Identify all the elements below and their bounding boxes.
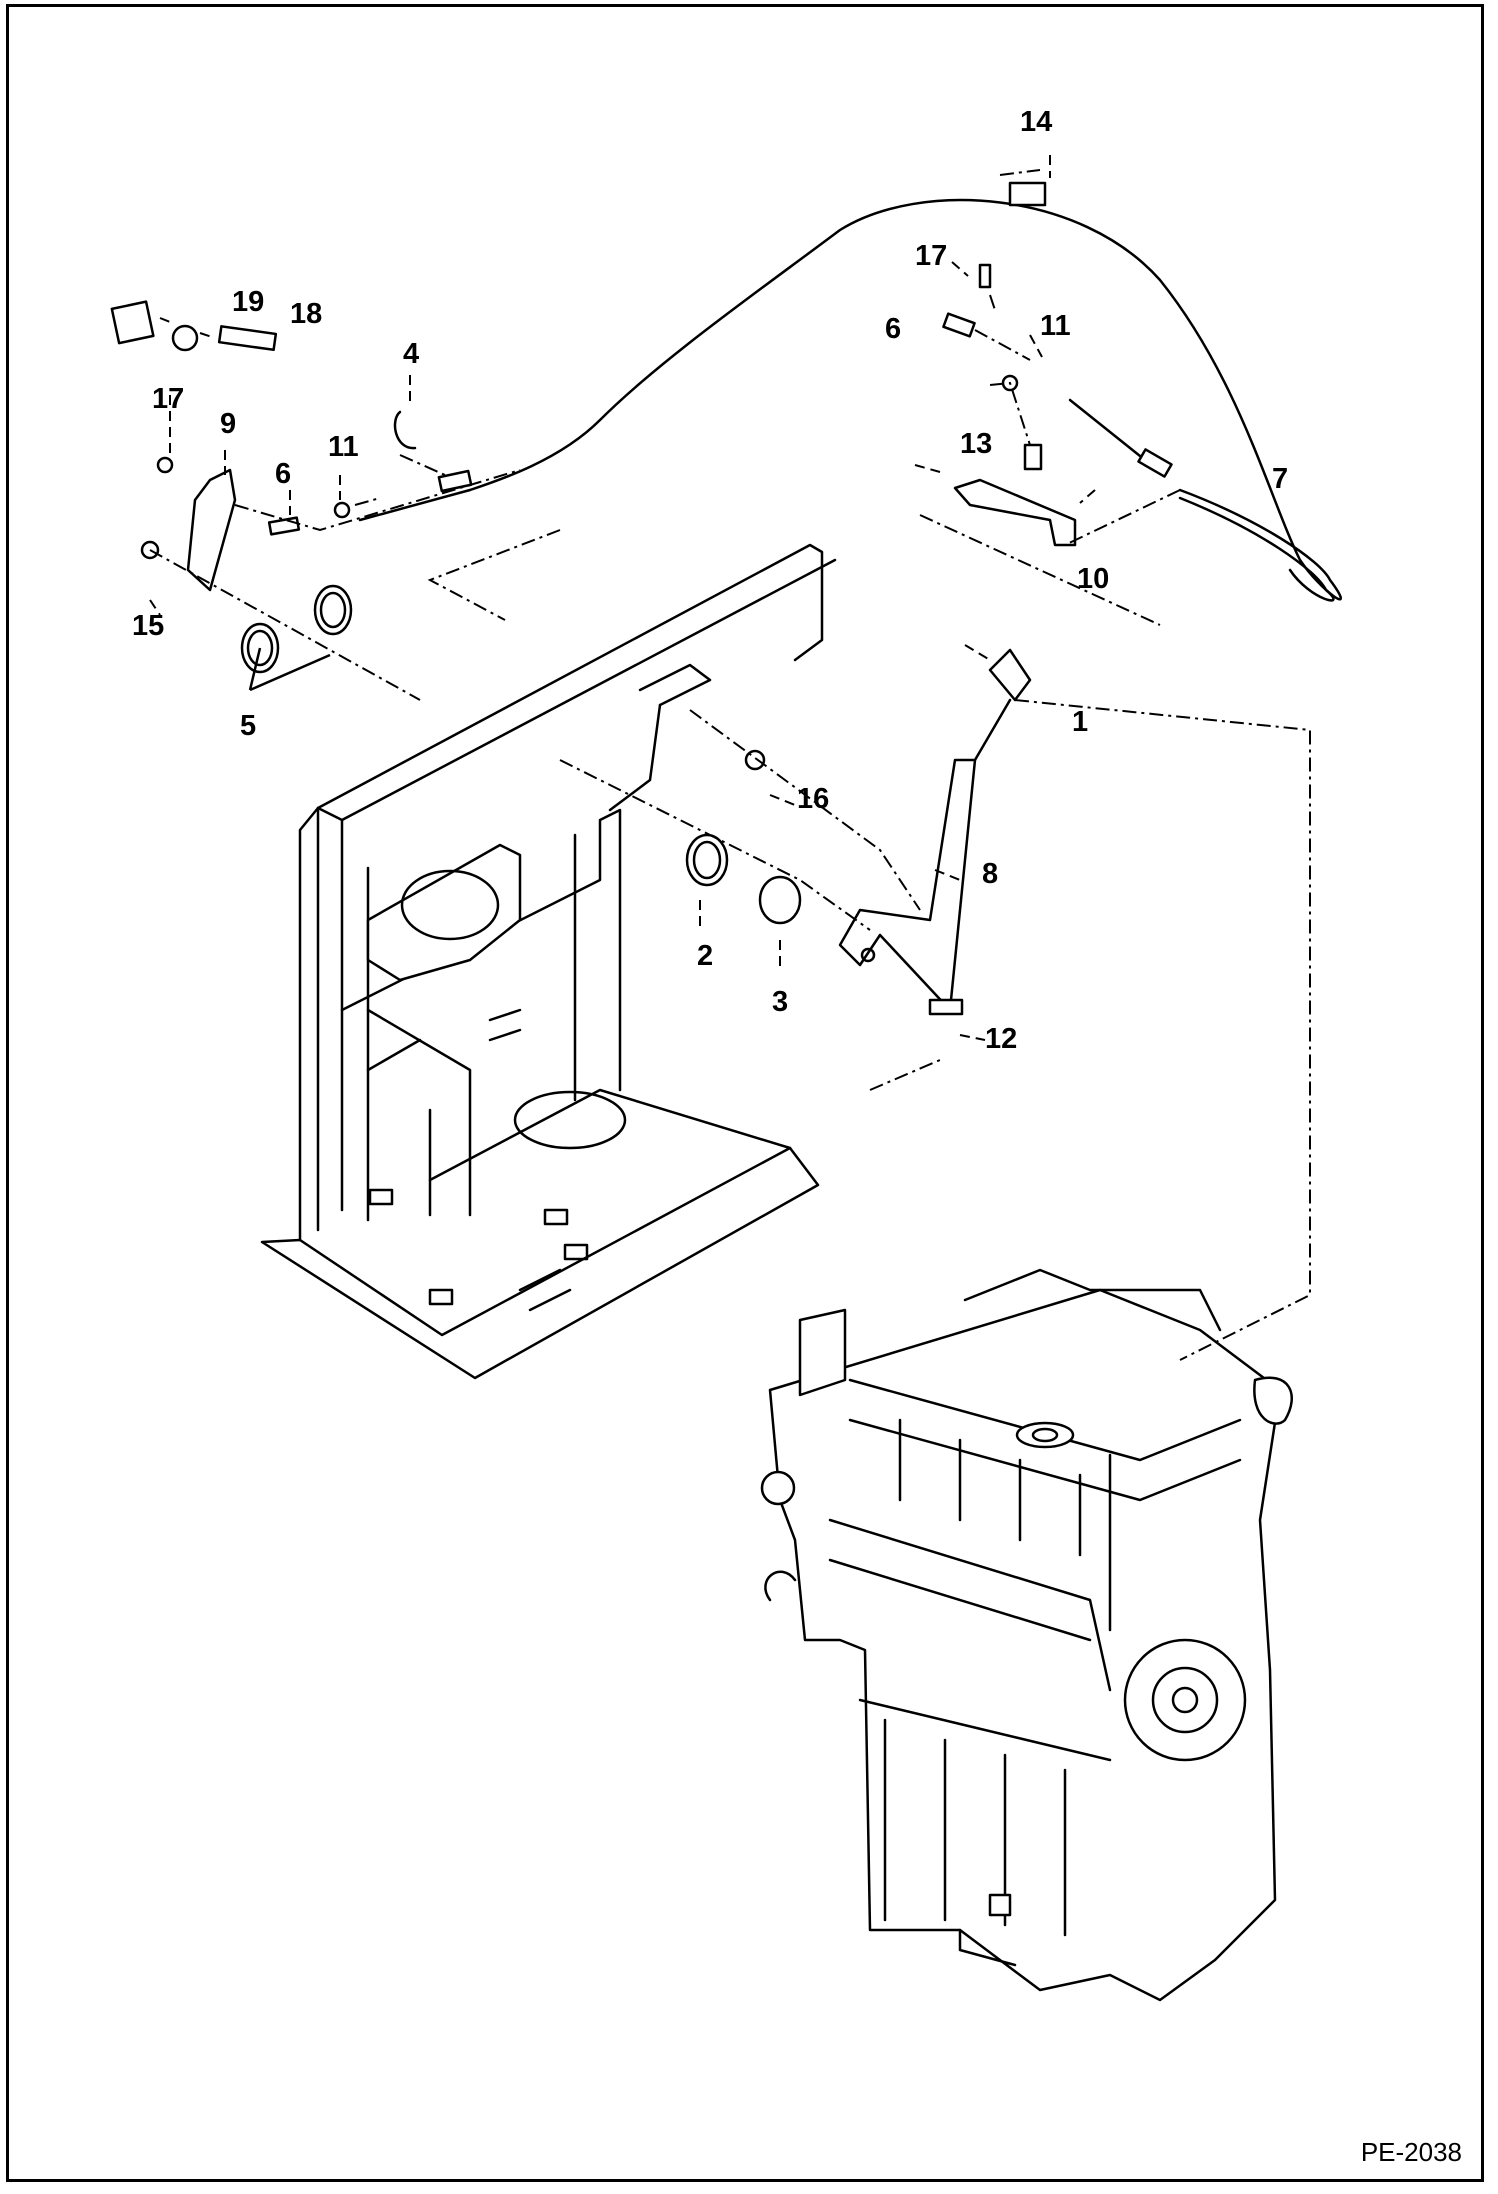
callout-7: 7: [1272, 463, 1289, 495]
callout-14: 14: [1020, 106, 1053, 138]
figure-code: PE-2038: [1360, 2137, 1462, 2167]
throttle-cable: [358, 198, 1343, 602]
callout-9: 9: [220, 408, 237, 440]
callout-11-left: 11: [328, 431, 359, 463]
callout-19: 19: [232, 286, 265, 318]
callout-4: 4: [403, 338, 420, 370]
callout-12: 12: [985, 1023, 1018, 1055]
callout-8: 8: [982, 858, 999, 890]
callout-16: 16: [797, 783, 830, 815]
callout-11-right: 11: [1040, 310, 1071, 342]
callout-5: 5: [240, 710, 257, 742]
mount-frame: [260, 543, 837, 1380]
callout-18: 18: [290, 298, 323, 330]
callout-15: 15: [132, 610, 165, 642]
disc-3: [758, 875, 802, 925]
callout-6-right: 6: [885, 313, 902, 345]
callout-13: 13: [960, 428, 993, 460]
callout-1: 1: [1072, 706, 1089, 738]
callout-3: 3: [772, 986, 789, 1018]
diagram-frame: [6, 4, 1484, 2182]
callout-17-left: 17: [152, 383, 185, 415]
engine-assembly: [760, 1268, 1293, 2002]
callout-17-right: 17: [915, 240, 948, 272]
throttle-lever: [838, 648, 1032, 1012]
callout-2: 2: [697, 940, 714, 972]
callout-6-left: 6: [275, 458, 292, 490]
callout-10: 10: [1077, 563, 1110, 595]
